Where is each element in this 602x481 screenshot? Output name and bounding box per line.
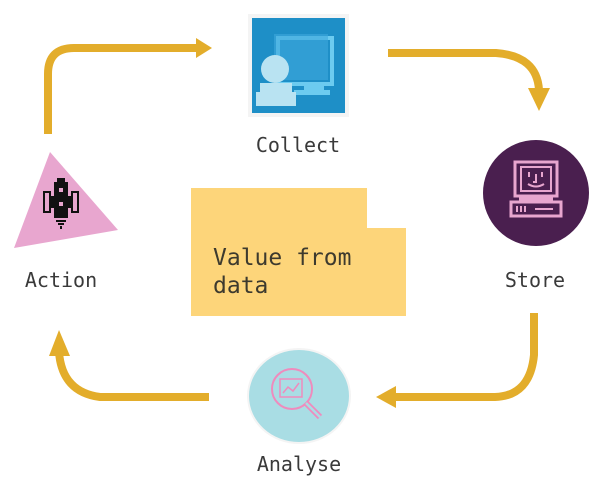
stage-label-store: Store — [504, 268, 566, 292]
arrow-action-to-collect — [44, 38, 212, 134]
centre-title-line2: data — [213, 273, 269, 299]
arrow-collect-to-store — [388, 49, 550, 111]
store-node — [483, 140, 589, 246]
stage-label-collect: Collect — [255, 133, 341, 157]
magnifier-chart-icon — [247, 348, 351, 444]
centre-title-line1: Value from — [213, 245, 352, 271]
stage-label-action: Action — [24, 268, 98, 292]
stage-label-analyse: Analyse — [256, 452, 342, 476]
computer-face-icon — [483, 140, 589, 246]
rocket-icon — [14, 152, 118, 248]
action-node — [10, 150, 120, 250]
monitor-person-icon — [248, 14, 349, 117]
analyse-node — [246, 347, 352, 445]
centre-note-shape — [191, 188, 406, 316]
collect-node — [248, 14, 349, 117]
arrow-store-to-analyse — [376, 313, 538, 408]
arrow-analyse-to-action — [49, 330, 209, 401]
centre-title: Value from data — [213, 244, 351, 300]
